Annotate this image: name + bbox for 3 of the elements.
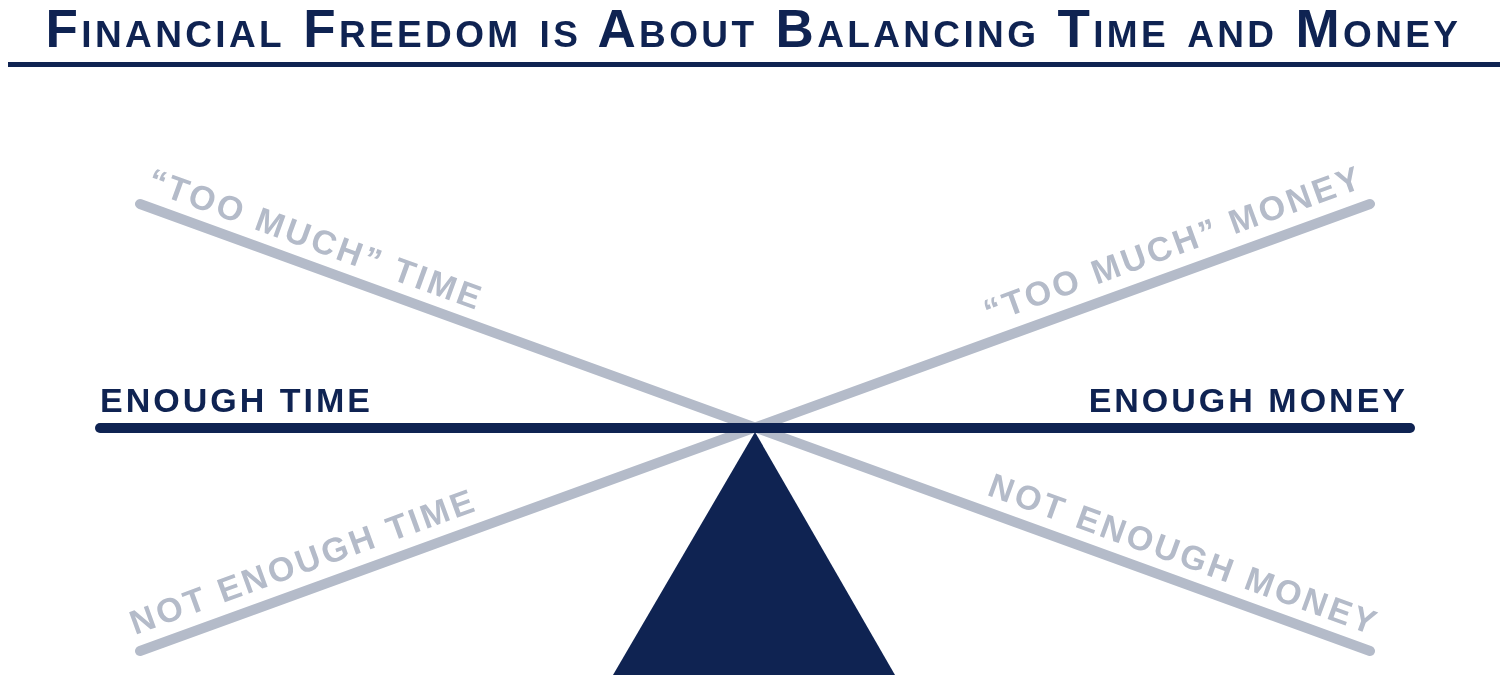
title: Financial Freedom is About Balancing Time and Money [45, 3, 1462, 55]
beam-label: ENOUGH MONEY [1088, 383, 1408, 417]
beam-label: ENOUGH TIME [100, 383, 373, 417]
